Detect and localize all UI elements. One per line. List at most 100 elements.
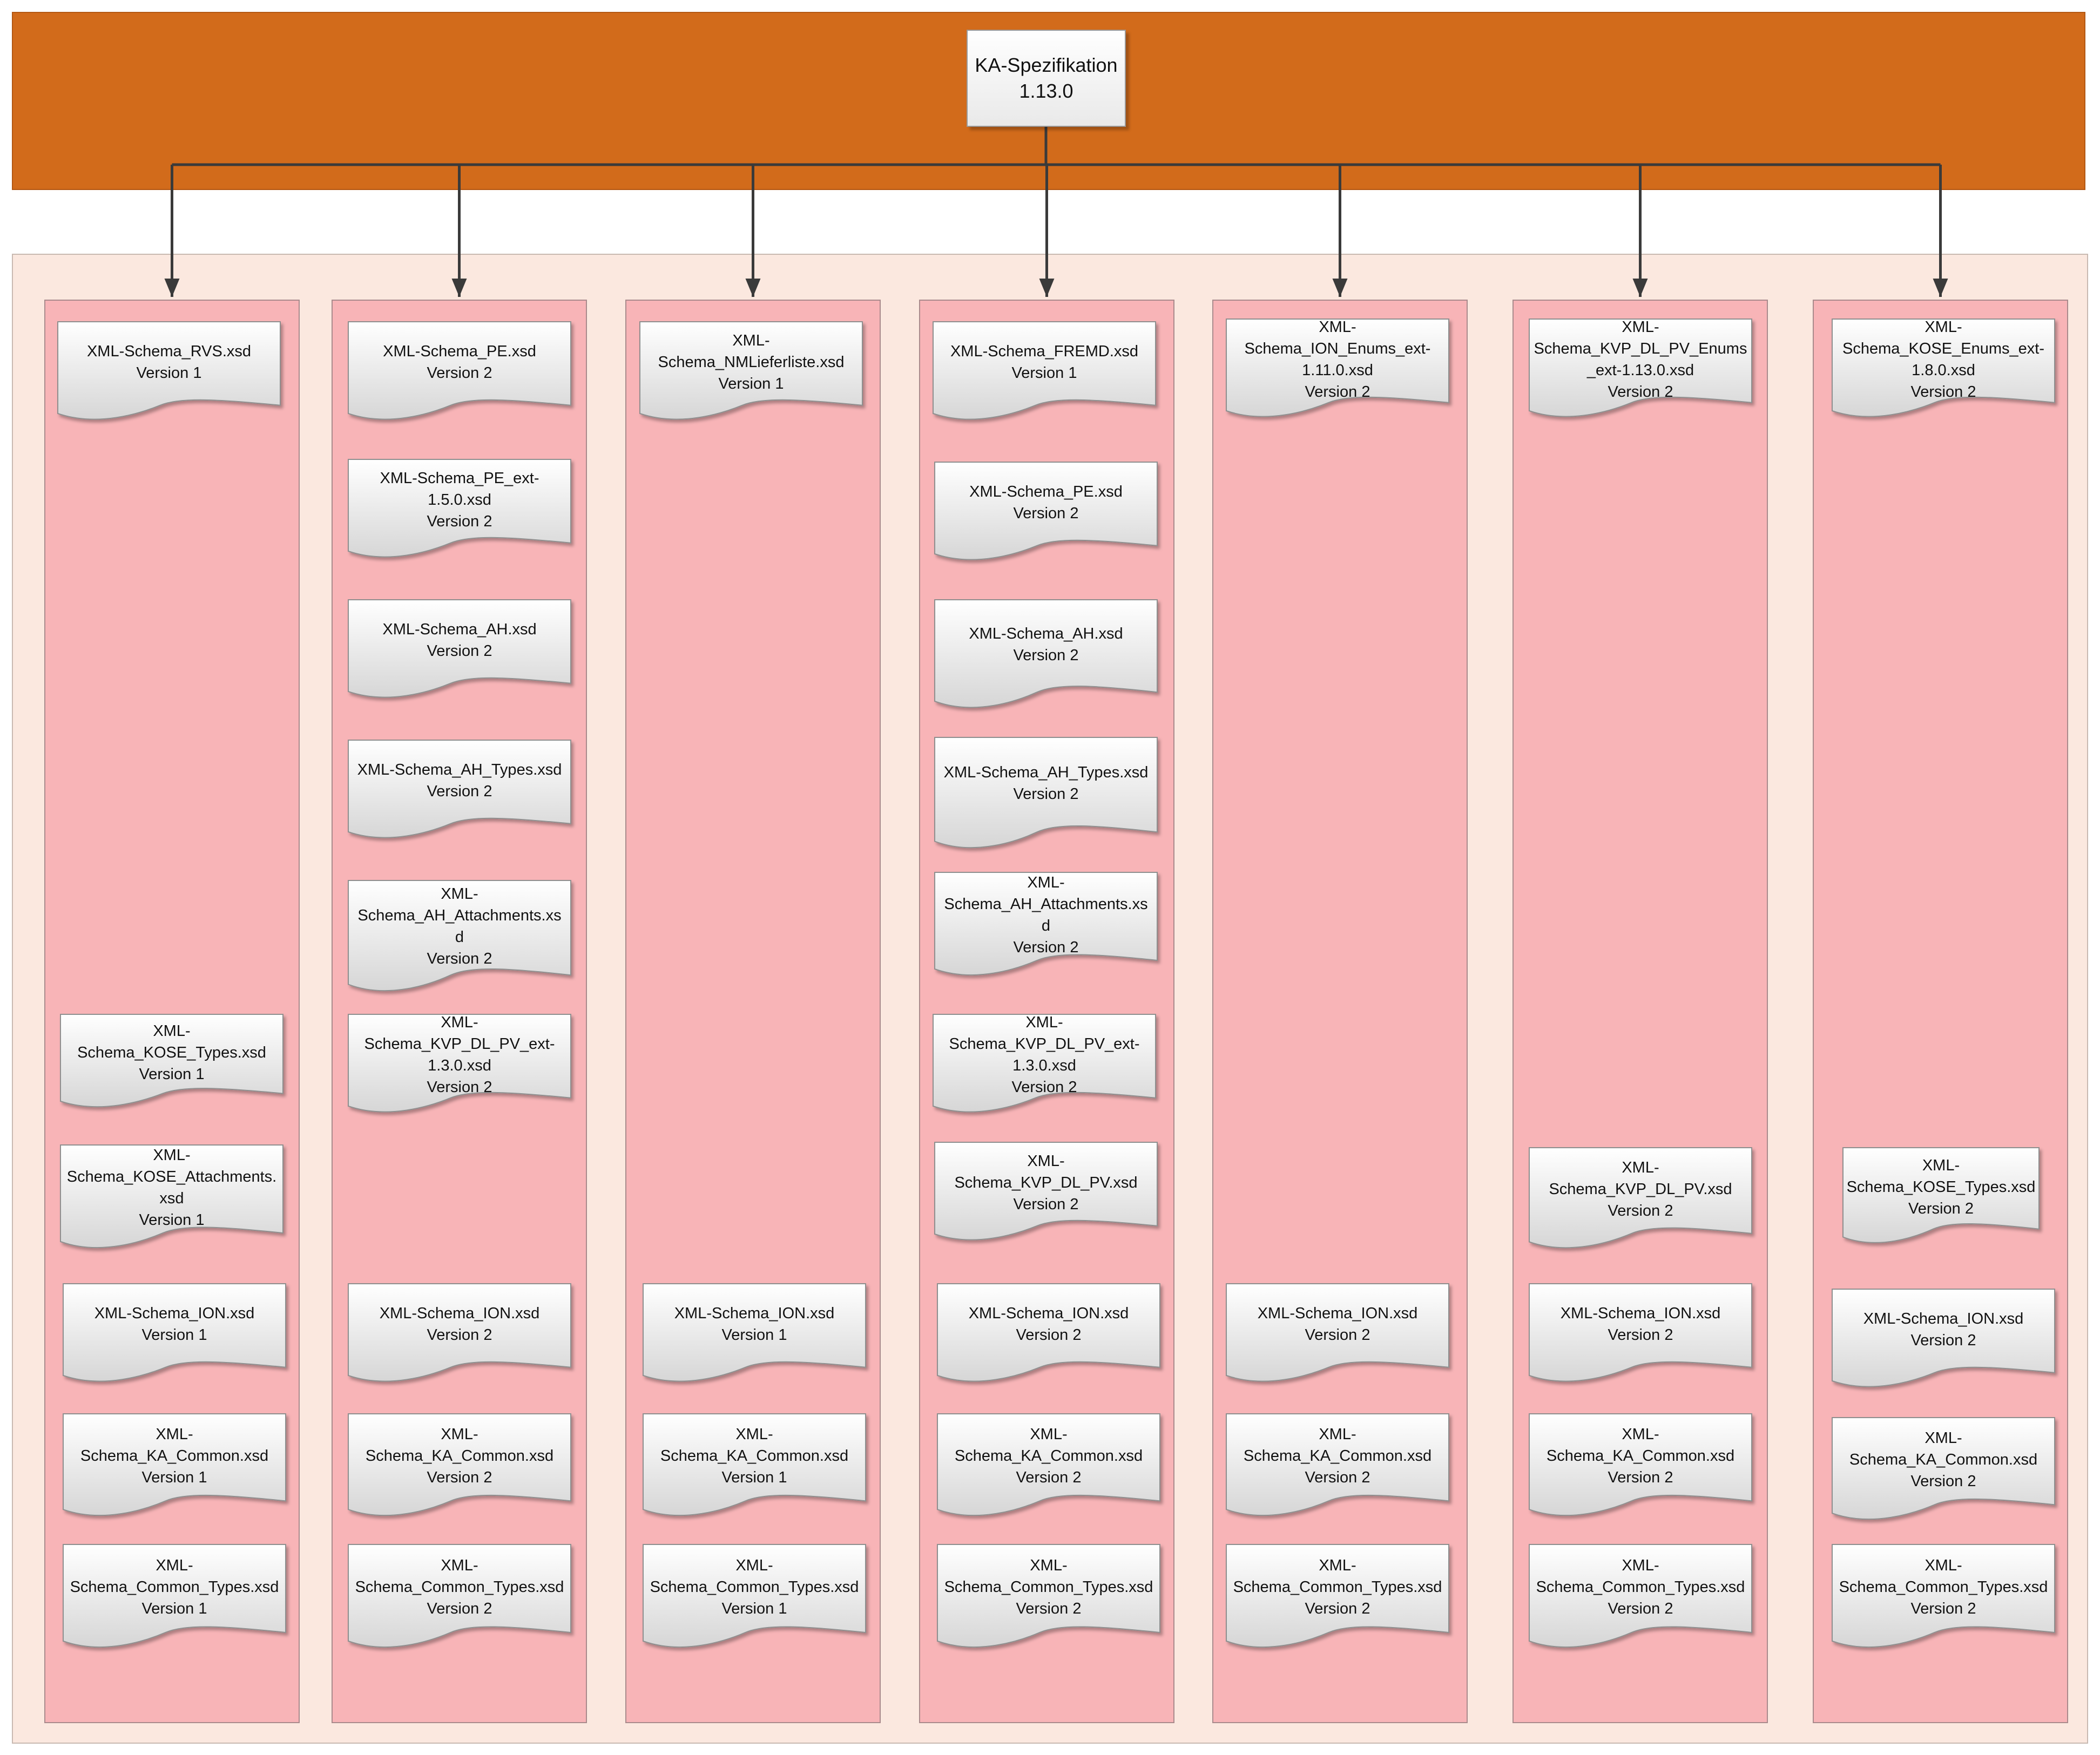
document-shape xyxy=(933,1014,1156,1113)
document-label-line: XML- xyxy=(441,885,478,903)
document-shape xyxy=(1529,1147,1752,1249)
document-shape xyxy=(63,1283,286,1382)
document-label-line: Version 1 xyxy=(141,1326,207,1344)
document-shape xyxy=(348,1544,571,1648)
document-label-line: Version 1 xyxy=(141,1600,207,1617)
document-label-line: XML- xyxy=(441,1426,478,1444)
document-node[interactable]: XML-Schema_KVP_DL_PV_Enums_ext-1.13.0.xs… xyxy=(1529,319,1752,421)
document-label-line: XML- xyxy=(153,1022,191,1040)
document-label-line: Version 2 xyxy=(427,1326,492,1344)
document-shape xyxy=(1832,319,2055,417)
document-label-line: Version 2 xyxy=(1608,1202,1673,1219)
document-label-line: XML- xyxy=(1319,1426,1356,1444)
document-label-line: XML-Schema_AH.xsd xyxy=(382,621,537,638)
document-label-line: Schema_KOSE_Types.xsd xyxy=(77,1044,266,1061)
document-label-line: Version 2 xyxy=(1608,1600,1673,1617)
document-label-line: XML-Schema_AH.xsd xyxy=(969,625,1123,642)
document-shape xyxy=(348,740,571,838)
document-label-line: Version 2 xyxy=(1011,1079,1077,1096)
arrowhead xyxy=(1632,279,1648,297)
document-label-line: Schema_KA_Common.xsd xyxy=(1849,1451,2038,1469)
document-shape xyxy=(1226,319,1449,417)
document-shape xyxy=(63,1544,286,1648)
root-node-ka-spezifikation[interactable]: KA-Spezifikation 1.13.0 xyxy=(967,30,1126,127)
document-label-line: XML-Schema_ION.xsd xyxy=(1560,1305,1721,1322)
document-label-line: Version 2 xyxy=(1608,1326,1673,1344)
document-label-line: Version 1 xyxy=(1011,364,1077,382)
document-label-line: Version 2 xyxy=(1016,1326,1082,1344)
document-label-line: XML- xyxy=(735,1426,773,1444)
root-version: 1.13.0 xyxy=(1019,80,1073,102)
document-label-line: XML-Schema_PE.xsd xyxy=(383,343,536,360)
document-shape xyxy=(1832,1289,2055,1387)
document-shape xyxy=(348,599,571,698)
document-label-line: XML- xyxy=(1030,1557,1068,1574)
document-shape xyxy=(934,737,1158,849)
document-label-line: Version 2 xyxy=(1013,939,1079,956)
arrowhead xyxy=(1039,279,1055,297)
document-shape xyxy=(348,321,571,420)
document-shape xyxy=(937,1283,1160,1382)
arrowhead xyxy=(745,279,761,297)
document-label-line: Schema_ION_Enums_ext- xyxy=(1244,340,1431,357)
document-label-line: Schema_KOSE_Attachments. xyxy=(66,1168,277,1185)
document-label-line: XML- xyxy=(441,1557,478,1574)
